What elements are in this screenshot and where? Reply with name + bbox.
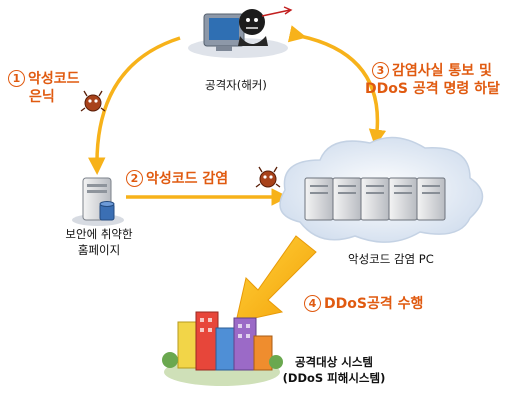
malware-bug-icon bbox=[80, 90, 106, 112]
arrow-hide-malware bbox=[88, 36, 181, 175]
step-number-badge: 3 bbox=[372, 62, 389, 79]
target-line2: (DDoS 피해시스템) bbox=[282, 371, 386, 385]
step-1-text-line2: 은닉 bbox=[29, 89, 55, 105]
attacker-label: 공격자(해커) bbox=[205, 78, 267, 92]
step-2-text: 악성코드 감염 bbox=[146, 171, 229, 187]
step-number-badge: 4 bbox=[304, 295, 321, 312]
infected-pc-label: 악성코드 감염 PC bbox=[348, 252, 434, 266]
vulnerable-site-line1: 보안에 취약한 bbox=[65, 227, 133, 241]
step-1-text: 악성코드 bbox=[28, 71, 80, 87]
city-buildings-icon bbox=[162, 311, 283, 386]
arrow-ddos-attack bbox=[235, 235, 317, 323]
arrow-report-command bbox=[287, 25, 387, 147]
web-server-icon bbox=[72, 177, 124, 226]
vulnerable-site-label: 보안에 취약한 홈페이지 bbox=[57, 226, 141, 258]
step-number-badge: 2 bbox=[126, 170, 143, 187]
step-number-badge: 1 bbox=[8, 70, 25, 87]
vulnerable-site-line2: 홈페이지 bbox=[77, 243, 121, 257]
target-line1: 공격대상 시스템 bbox=[294, 355, 374, 369]
malware-bug-icon bbox=[255, 166, 281, 188]
hacker-icon bbox=[188, 6, 293, 58]
step-3-text-line2: DDoS 공격 명령 하달 bbox=[365, 81, 500, 97]
step-4-text: DDoS공격 수행 bbox=[324, 296, 424, 312]
target-system-label: 공격대상 시스템 (DDoS 피해시스템) bbox=[270, 354, 398, 386]
server-rack-icon bbox=[304, 177, 446, 221]
step-3-text: 감염사실 통보 및 bbox=[392, 63, 492, 79]
